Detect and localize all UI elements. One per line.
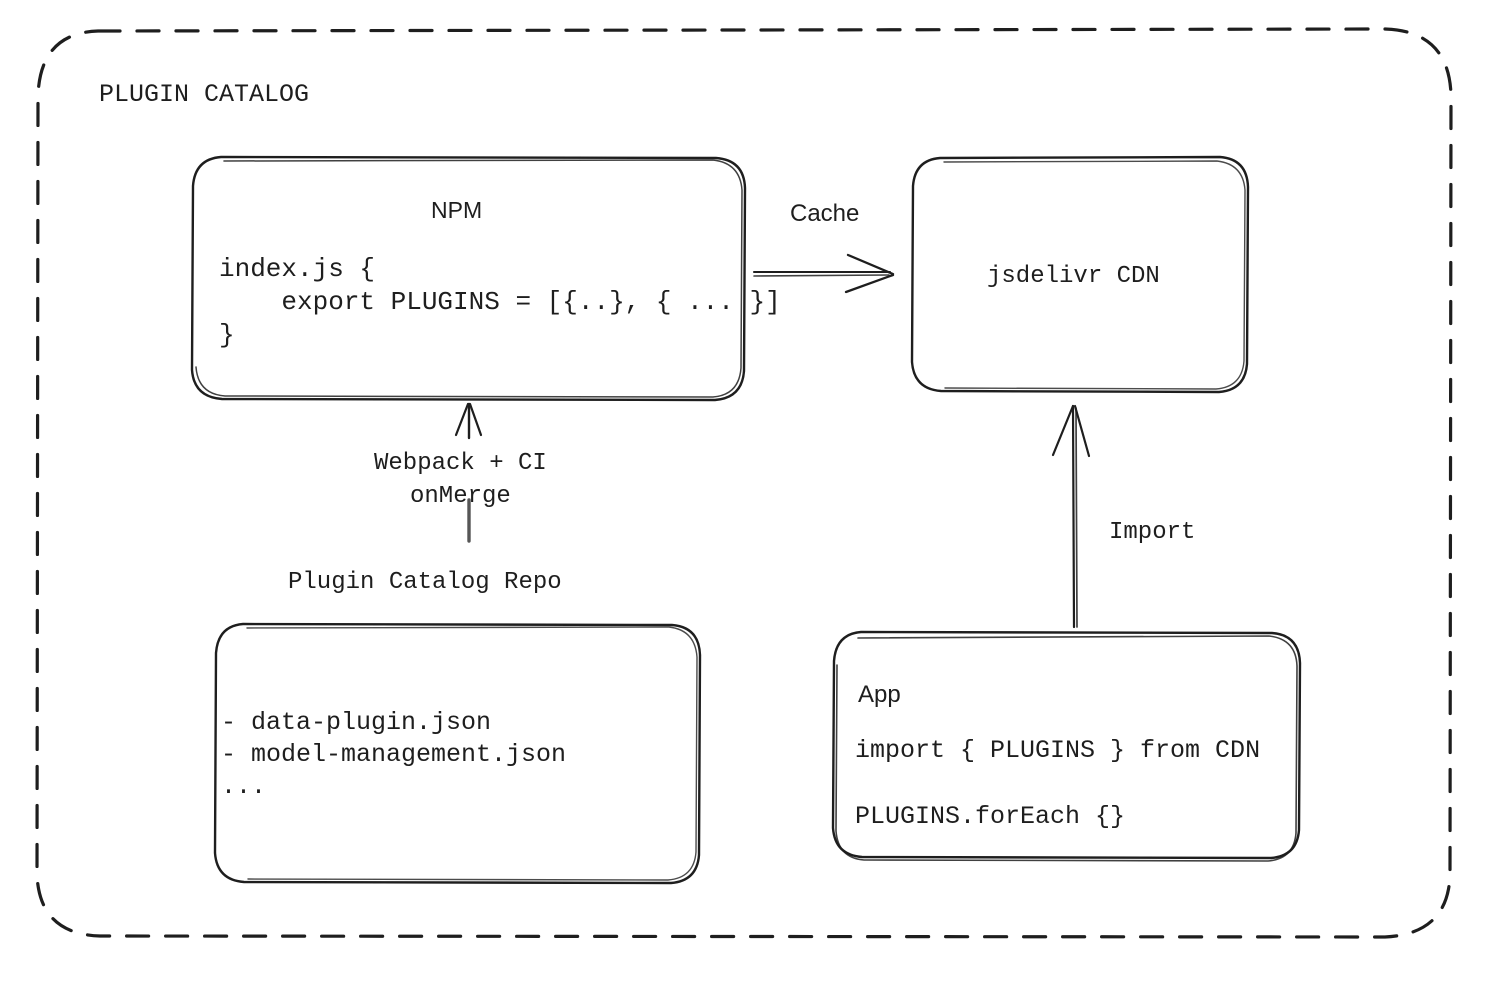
edge-label-import: Import: [1109, 519, 1196, 546]
edge-label-webpack-ci-onmerge: Webpack + CI onMerge: [374, 450, 547, 510]
arrow-app-to-cdn: [1051, 404, 1091, 629]
edge-label-cache: Cache: [790, 200, 860, 227]
npm-node-code: index.js { export PLUGINS = [{..}, { ...…: [219, 254, 781, 350]
repo-node-file-list: - data-plugin.json - model-management.js…: [221, 708, 567, 801]
repo-node-caption: Plugin Catalog Repo: [288, 569, 562, 596]
npm-node-title: NPM: [431, 197, 483, 223]
app-node-title: App: [858, 681, 901, 708]
app-node-code-foreach: PLUGINS.forEach {}: [855, 802, 1126, 831]
app-node-code-import: import { PLUGINS } from CDN: [855, 736, 1261, 765]
cdn-node-title: jsdelivr CDN: [987, 263, 1160, 290]
group-title: PLUGIN CATALOG: [99, 80, 310, 109]
